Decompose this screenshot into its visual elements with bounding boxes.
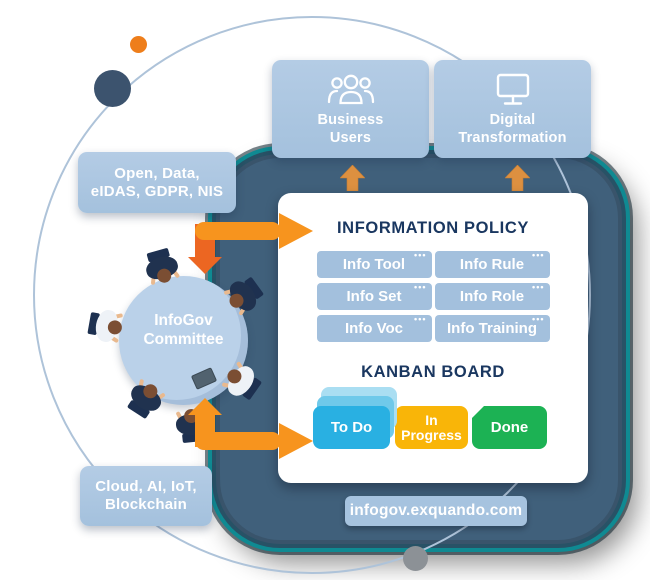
technologies-label: Cloud, AI, IoT, Blockchain	[95, 478, 197, 513]
info-training-button[interactable]: Info Training •••	[434, 314, 550, 342]
digital-transformation-label: Digital Transformation	[458, 112, 567, 146]
ellipsis-icon: •••	[414, 314, 427, 324]
digital-transformation-box: Digital Transformation	[434, 60, 591, 158]
regulations-box: Open, Data, eIDAS, GDPR, NIS	[78, 152, 236, 213]
policy-grid: Info Tool ••• Info Rule ••• Info Set •••…	[278, 251, 588, 342]
info-role-button[interactable]: Info Role •••	[434, 282, 550, 310]
folded-corner	[471, 405, 485, 419]
ellipsis-icon: •••	[532, 250, 545, 260]
info-set-button[interactable]: Info Set •••	[316, 282, 432, 310]
ellipsis-icon: •••	[532, 282, 545, 292]
ellipsis-icon: •••	[414, 282, 427, 292]
users-icon	[326, 71, 376, 107]
committee-to-policy-arrow	[188, 213, 313, 274]
information-policy-title: INFORMATION POLICY	[337, 219, 529, 237]
monitor-icon	[491, 71, 535, 107]
kanban-todo-card[interactable]: To Do	[313, 406, 390, 449]
regulations-label: Open, Data, eIDAS, GDPR, NIS	[90, 164, 224, 200]
orange-dot	[130, 36, 147, 53]
gray-dot	[403, 546, 428, 571]
business-users-box: Business Users	[272, 60, 429, 158]
navy-dot	[94, 70, 131, 107]
website-link-bar[interactable]: infogov.exquando.com	[345, 496, 527, 526]
up-arrow-icon	[340, 165, 365, 191]
kanban-done-card[interactable]: Done	[471, 405, 547, 449]
info-tool-button[interactable]: Info Tool •••	[316, 250, 432, 278]
kanban-board: To Do In Progress Done	[278, 387, 588, 450]
up-arrow-icon	[505, 165, 530, 191]
orbit-circle	[33, 16, 591, 574]
ellipsis-icon: •••	[532, 314, 545, 324]
website-url: infogov.exquando.com	[349, 502, 523, 519]
kanban-in-progress-card[interactable]: In Progress	[395, 406, 468, 449]
committee-to-kanban-arrow	[188, 398, 313, 459]
kanban-board-title: KANBAN BOARD	[361, 363, 505, 381]
ellipsis-icon: •••	[414, 250, 427, 260]
committee-label: InfoGov Committee	[143, 312, 224, 348]
technologies-box: Cloud, AI, IoT, Blockchain	[80, 466, 212, 526]
business-users-label: Business Users	[317, 112, 384, 146]
information-policy-panel: INFORMATION POLICY Info Tool ••• Info Ru…	[278, 193, 588, 483]
info-rule-button[interactable]: Info Rule •••	[434, 250, 550, 278]
info-voc-button[interactable]: Info Voc •••	[316, 314, 432, 342]
